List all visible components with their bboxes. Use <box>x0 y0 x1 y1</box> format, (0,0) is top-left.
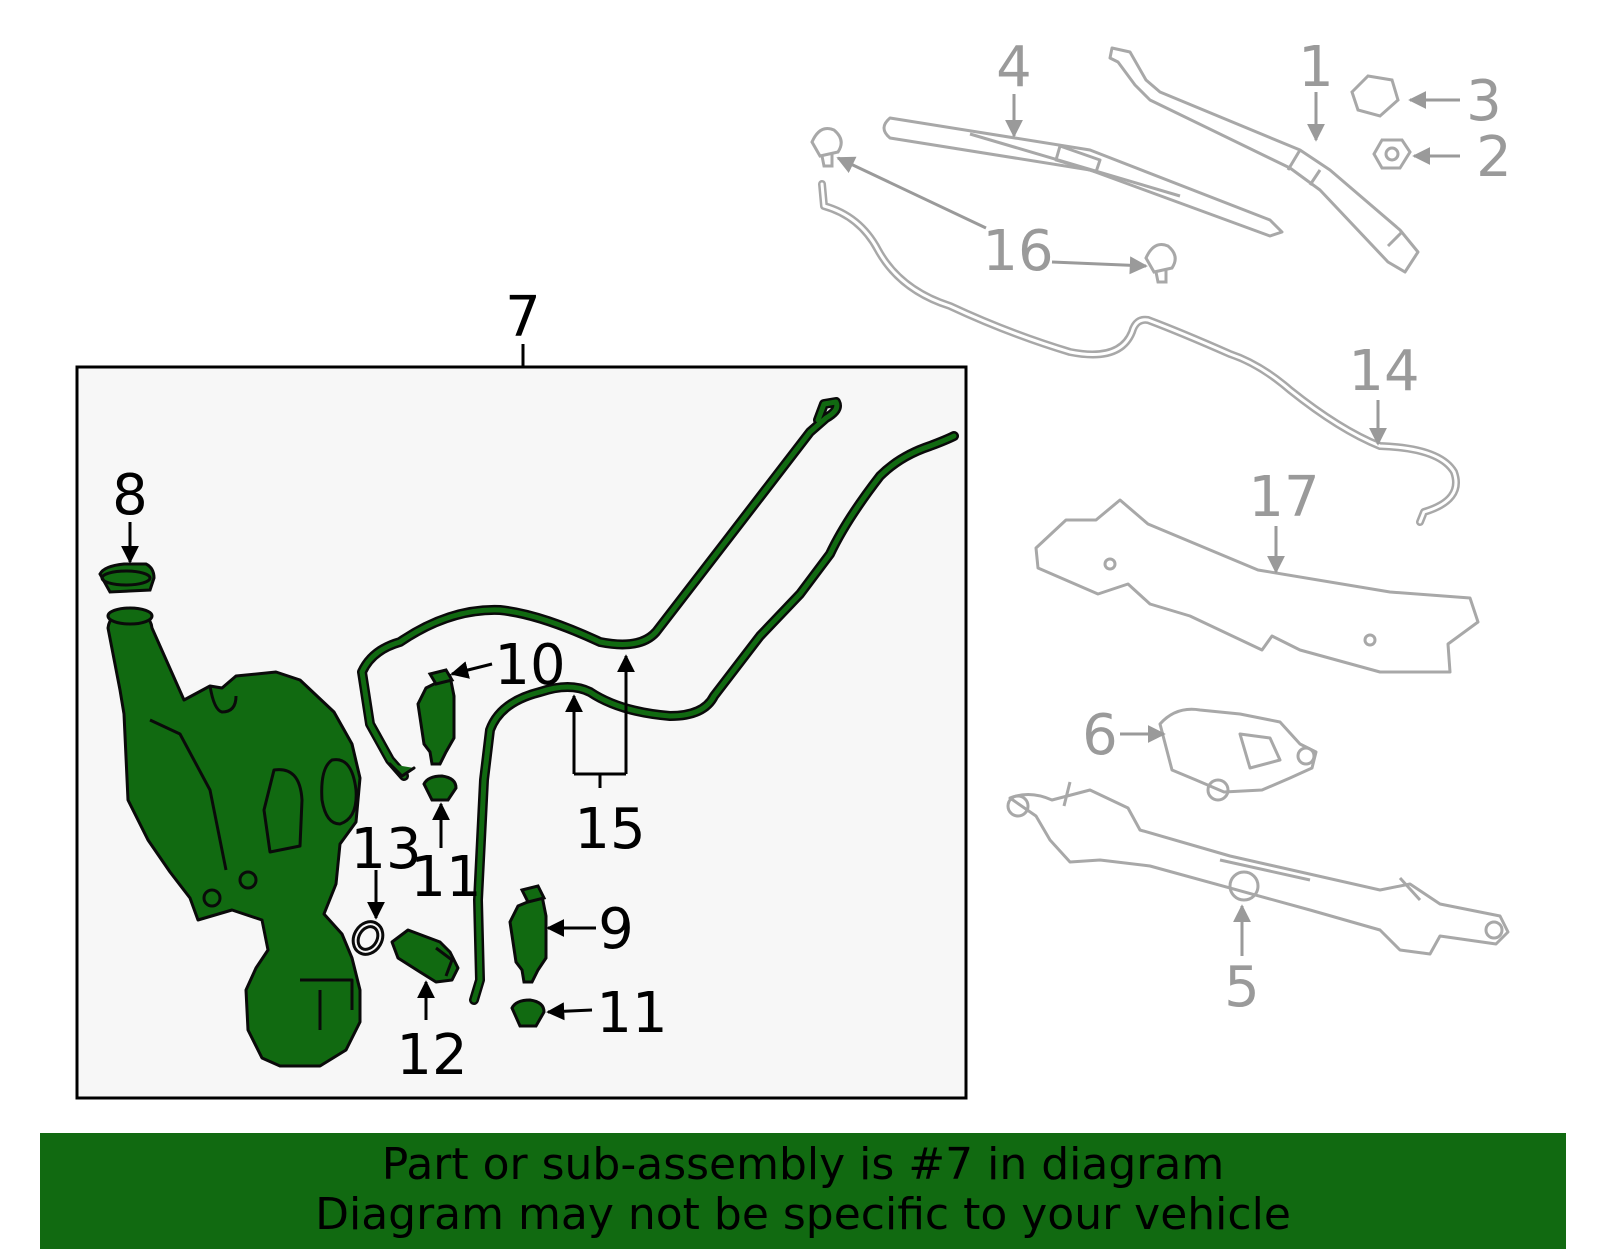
nut-part-2 <box>1372 138 1412 170</box>
callout-4: 4 <box>996 35 1032 100</box>
wiper-blade-part-4 <box>882 116 1284 238</box>
nozzle-part-16a <box>810 127 843 168</box>
washer-hose-part-14-inner <box>820 182 1458 524</box>
callout-1: 1 <box>1298 35 1334 100</box>
washer-reservoir-part-7 <box>106 606 362 1068</box>
notice-banner: Part or sub-assembly is #7 in diagram Di… <box>40 1133 1566 1249</box>
cowl-panel-part-17 <box>1034 498 1480 674</box>
callout-9: 9 <box>598 897 634 962</box>
level-sensor-part-12 <box>390 928 460 984</box>
wiper-arm-part-1 <box>1108 46 1420 274</box>
washer-pump-part-10 <box>416 668 456 766</box>
callout-7: 7 <box>505 285 541 350</box>
callout-13: 13 <box>350 817 421 882</box>
callout-15: 15 <box>574 797 645 862</box>
callout-3: 3 <box>1466 69 1502 134</box>
callout-11-lower: 11 <box>596 981 667 1046</box>
callout-11-upper: 11 <box>410 845 481 910</box>
nozzle-part-16b <box>1144 243 1177 284</box>
callout-12: 12 <box>396 1023 467 1088</box>
washer-pump-part-9 <box>508 884 548 984</box>
callout-2: 2 <box>1476 125 1512 190</box>
callout-14: 14 <box>1348 339 1419 404</box>
callout-16: 16 <box>982 219 1053 284</box>
wiper-motor-part-6 <box>1158 707 1318 802</box>
leader-arrows-black <box>121 522 635 1021</box>
callout-6: 6 <box>1082 703 1118 768</box>
washer-hose-part-15 <box>357 397 959 1005</box>
leader-arrows-grey <box>836 91 1460 956</box>
grommet-part-11b <box>510 998 546 1028</box>
callout-10: 10 <box>494 633 565 698</box>
grommet-part-11a <box>422 774 458 802</box>
callout-17: 17 <box>1248 465 1319 530</box>
cap-part-3 <box>1350 74 1400 118</box>
callout-5: 5 <box>1224 955 1260 1020</box>
wiper-linkage-part-5 <box>1006 781 1510 956</box>
callout-8: 8 <box>112 463 148 528</box>
reservoir-cap-part-8 <box>98 562 156 594</box>
banner-line-1: Part or sub-assembly is #7 in diagram <box>381 1139 1225 1190</box>
seal-ring-part-13 <box>351 920 385 956</box>
banner-line-2: Diagram may not be specific to your vehi… <box>315 1189 1291 1240</box>
callout-labels: 1 2 3 4 5 6 7 8 9 10 11 11 12 13 14 15 1… <box>112 35 1512 1088</box>
